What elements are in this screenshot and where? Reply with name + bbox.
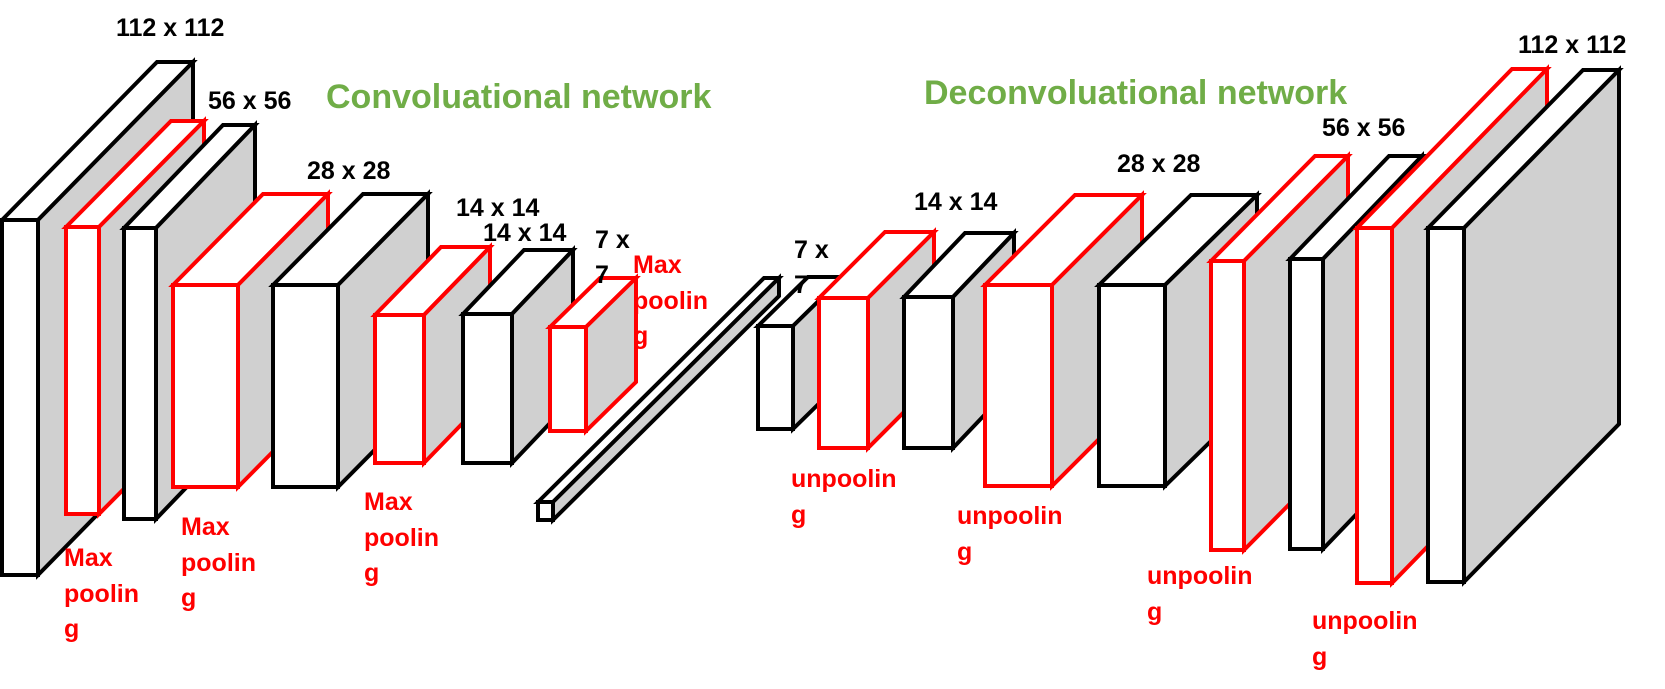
max-pooling-label-2-line2: poolin — [181, 549, 256, 577]
unpooling-label-3: unpoolin g — [1147, 562, 1253, 626]
size-label-56-left: 56 x 56 — [208, 87, 291, 115]
unpooling-label-4-line2: g — [1312, 643, 1327, 671]
deconv-block-5 — [1423, 65, 1624, 587]
deconv-block-5-front-face — [1426, 226, 1466, 584]
unpooling-label-3-line1: unpoolin — [1147, 562, 1253, 590]
pool-block-2-front-face — [171, 283, 240, 489]
max-pooling-label-1-line2: poolin — [64, 580, 139, 608]
max-pooling-label-2-line3: g — [181, 584, 196, 612]
unpool-block-1-front-face — [817, 296, 870, 450]
max-pooling-label-4: Max poolin g — [633, 251, 708, 350]
size-label-14-left-b: 14 x 14 — [483, 219, 567, 247]
unpooling-label-4: unpoolin g — [1312, 607, 1418, 671]
conv-block-3-front-face — [271, 283, 340, 489]
size-label-7-right-a: 7 x — [794, 236, 829, 264]
unpooling-label-3-line2: g — [1147, 598, 1162, 626]
max-pooling-label-2-line1: Max — [181, 513, 230, 541]
pool-block-1-front-face — [64, 225, 101, 516]
fc-block — [533, 273, 784, 525]
unpooling-label-1: unpoolin g — [791, 465, 897, 529]
unpooling-label-2-line1: unpoolin — [957, 502, 1063, 530]
max-pooling-label-3-line2: poolin — [364, 524, 439, 552]
size-label-14-right: 14 x 14 — [914, 188, 998, 216]
max-pooling-label-2: Max poolin g — [181, 513, 256, 612]
size-label-14-left-a: 14 x 14 — [456, 194, 540, 222]
max-pooling-label-3-line1: Max — [364, 488, 413, 516]
unpooling-label-2: unpoolin g — [957, 502, 1063, 566]
conv-block-1-front-face — [0, 218, 40, 577]
conv-block-2-front-face — [122, 226, 158, 521]
size-label-7-left-b: 7 — [595, 261, 609, 289]
unpool-block-4-front-face — [1355, 226, 1394, 585]
unpooling-label-1-line2: g — [791, 501, 806, 529]
deconv-block-2-front-face — [902, 295, 955, 450]
size-label-56-right: 56 x 56 — [1322, 114, 1405, 142]
unpool-block-3-front-face — [1209, 259, 1246, 552]
size-label-112-right: 112 x 112 — [1518, 31, 1626, 59]
decoder-title: Deconvoluational network — [924, 74, 1347, 112]
conv-block-4-front-face — [461, 312, 514, 465]
fc-block-front-face — [536, 500, 555, 522]
size-label-28-right: 28 x 28 — [1117, 150, 1201, 178]
unpooling-label-1-line1: unpoolin — [791, 465, 897, 493]
layer-blocks — [0, 57, 1624, 588]
max-pooling-label-4-line1: Max — [633, 251, 682, 279]
deconv-block-4-front-face — [1288, 257, 1325, 551]
max-pooling-label-1-line1: Max — [64, 544, 113, 572]
max-pooling-label-3: Max poolin g — [364, 488, 439, 587]
max-pooling-label-3-line3: g — [364, 559, 379, 587]
max-pooling-label-1-line3: g — [64, 615, 79, 643]
pool-block-4-front-face — [548, 325, 588, 433]
unpooling-label-2-line2: g — [957, 538, 972, 566]
deconv-block-3-front-face — [1097, 283, 1167, 488]
unpooling-label-4-line1: unpoolin — [1312, 607, 1418, 635]
size-label-7-right-b: 7 — [794, 271, 808, 299]
size-label-28-left: 28 x 28 — [307, 157, 391, 185]
max-pooling-label-4-line2: poolin — [633, 287, 708, 315]
pool-block-4 — [545, 273, 641, 436]
size-label-7-left-a: 7 x — [595, 226, 630, 254]
deconv-block-1-front-face — [756, 324, 795, 431]
max-pooling-label-1: Max poolin g — [64, 544, 139, 643]
max-pooling-label-4-line3: g — [633, 322, 648, 350]
pool-block-3-front-face — [373, 313, 426, 465]
size-label-112-left: 112 x 112 — [116, 14, 224, 42]
encoder-title: Convoluational network — [326, 78, 711, 116]
unpool-block-2-front-face — [983, 283, 1054, 488]
